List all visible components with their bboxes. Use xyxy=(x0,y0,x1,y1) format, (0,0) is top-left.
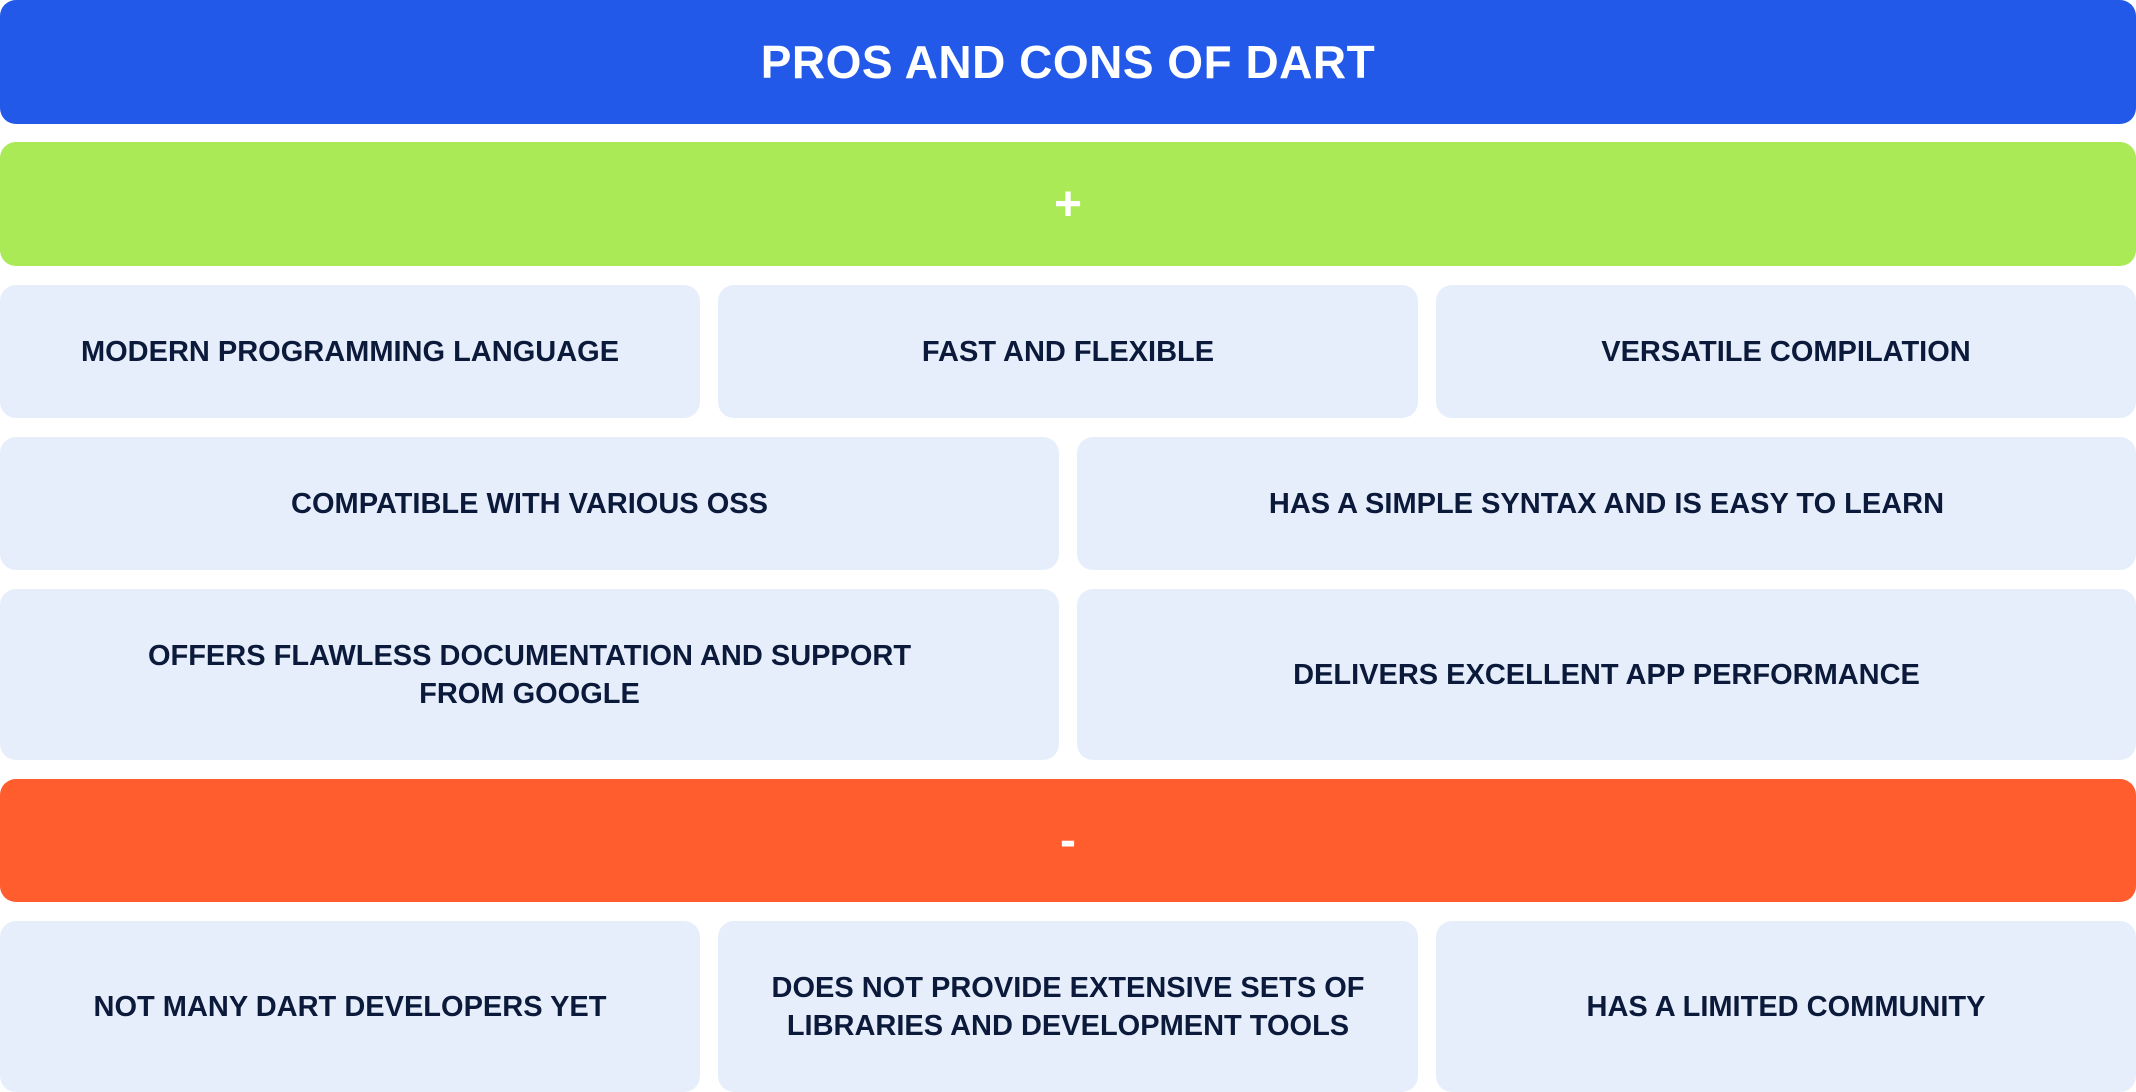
pro-item-simple-syntax: HAS A SIMPLE SYNTAX AND IS EASY TO LEARN xyxy=(1077,437,2136,570)
con-item-limited-libraries: DOES NOT PROVIDE EXTENSIVE SETS OF LIBRA… xyxy=(718,921,1418,1092)
pro-item-fast-flexible: FAST AND FLEXIBLE xyxy=(718,285,1418,418)
pro-item-versatile-compilation: VERSATILE COMPILATION xyxy=(1436,285,2136,418)
con-item-few-developers: NOT MANY DART DEVELOPERS YET xyxy=(0,921,700,1092)
pro-item-documentation-support: OFFERS FLAWLESS DOCUMENTATION AND SUPPOR… xyxy=(0,589,1059,760)
pro-item-app-performance: DELIVERS EXCELLENT APP PERFORMANCE xyxy=(1077,589,2136,760)
pros-header: + xyxy=(0,142,2136,266)
pro-item-modern-language: MODERN PROGRAMMING LANGUAGE xyxy=(0,285,700,418)
page-title: PROS AND CONS OF DART xyxy=(0,0,2136,124)
pro-item-compatible-oss: COMPATIBLE WITH VARIOUS OSS xyxy=(0,437,1059,570)
cons-header: - xyxy=(0,779,2136,902)
con-item-limited-community: HAS A LIMITED COMMUNITY xyxy=(1436,921,2136,1092)
